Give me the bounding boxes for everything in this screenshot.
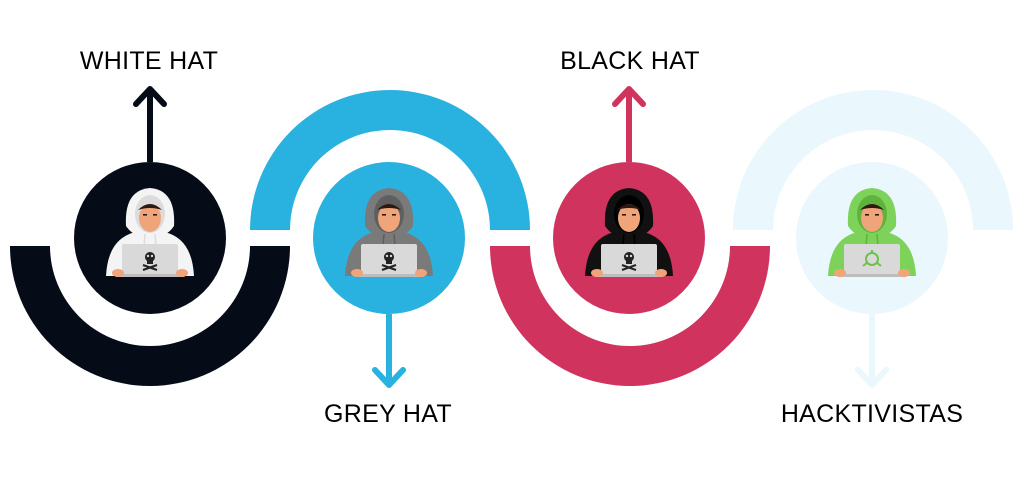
laptop-base [116, 274, 184, 277]
hand-right [898, 269, 910, 277]
white-hat-arrow [133, 86, 167, 162]
arrow-down-icon [855, 367, 889, 388]
skull-icon [381, 252, 397, 271]
hacktivistas-arrow [855, 314, 889, 388]
hair [860, 204, 884, 210]
grey-hat-arc [250, 90, 530, 230]
laptop-base [838, 274, 906, 277]
eye-left [382, 214, 386, 216]
hand-right [655, 269, 667, 277]
skull-icon [621, 252, 637, 271]
hand-right [415, 269, 427, 277]
face [139, 204, 161, 232]
hair [377, 204, 401, 210]
arrow-up-icon [133, 86, 167, 107]
eye-left [143, 214, 147, 216]
laptop-base [595, 274, 663, 277]
hacktivistas-arc [733, 90, 1013, 230]
hand-left [351, 269, 363, 277]
hair [617, 204, 641, 210]
black-hat-hacker-icon [585, 188, 673, 277]
hair [138, 204, 162, 210]
hand-right [176, 269, 188, 277]
face [378, 204, 400, 232]
eye-left [865, 214, 869, 216]
eye-left [622, 214, 626, 216]
hacktivistas-label: HACKTIVISTAS [780, 400, 964, 428]
hand-left [834, 269, 846, 277]
grey-hat-label: GREY HAT [324, 400, 452, 428]
face [618, 204, 640, 232]
hand-left [591, 269, 603, 277]
black-hat-label: BLACK HAT [560, 47, 700, 75]
white-hat-label: WHITE HAT [79, 47, 219, 75]
white-hat-arc [10, 246, 290, 386]
skull-icon [142, 252, 158, 271]
hacktivistas-hacker-icon [828, 188, 916, 277]
face [861, 204, 883, 232]
eye-right [392, 214, 396, 216]
black-hat-arrow [612, 86, 646, 162]
arrow-down-icon [372, 367, 406, 388]
black-hat-arc [490, 246, 770, 386]
laptop [844, 244, 900, 276]
arrow-up-icon [612, 86, 646, 107]
grey-hat-hacker-icon [345, 188, 433, 277]
laptop-base [355, 274, 423, 277]
eye-right [875, 214, 879, 216]
hand-left [112, 269, 124, 277]
eye-right [632, 214, 636, 216]
hacktivist-emblem-icon [862, 250, 882, 267]
eye-right [153, 214, 157, 216]
grey-hat-arrow [372, 314, 406, 388]
white-hat-hacker-icon [106, 188, 194, 277]
